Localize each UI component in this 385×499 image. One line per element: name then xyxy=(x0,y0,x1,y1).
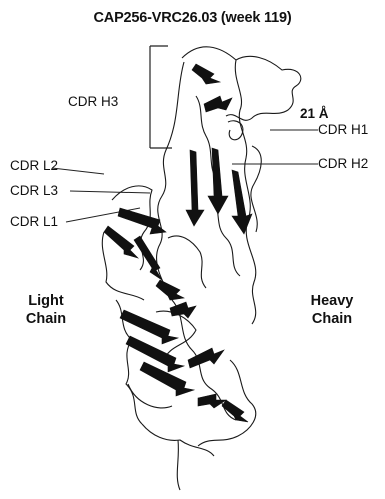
cdr-l3-leader xyxy=(70,191,150,193)
cdr-h3-bracket xyxy=(150,46,172,148)
cdr-l3-label: CDR L3 xyxy=(10,183,58,198)
cdr-l2-leader xyxy=(52,168,104,174)
light-chain-label: Light Chain xyxy=(14,292,78,328)
cdr-h3-label: CDR H3 xyxy=(68,94,118,109)
cdr-h2-label: CDR H2 xyxy=(318,156,368,171)
cdr-l2-label: CDR L2 xyxy=(10,158,58,173)
light-chain-line2: Chain xyxy=(14,310,78,328)
coil-trace xyxy=(102,47,301,490)
heavy-chain-line2: Chain xyxy=(300,310,364,328)
heavy-chain-label: Heavy Chain xyxy=(300,292,364,328)
heavy-chain-line1: Heavy xyxy=(300,292,364,310)
cdr-h1-label: CDR H1 xyxy=(318,122,368,137)
distance-label: 21 Å xyxy=(300,106,329,121)
light-chain-line1: Light xyxy=(14,292,78,310)
cdr-l1-label: CDR L1 xyxy=(10,214,58,229)
